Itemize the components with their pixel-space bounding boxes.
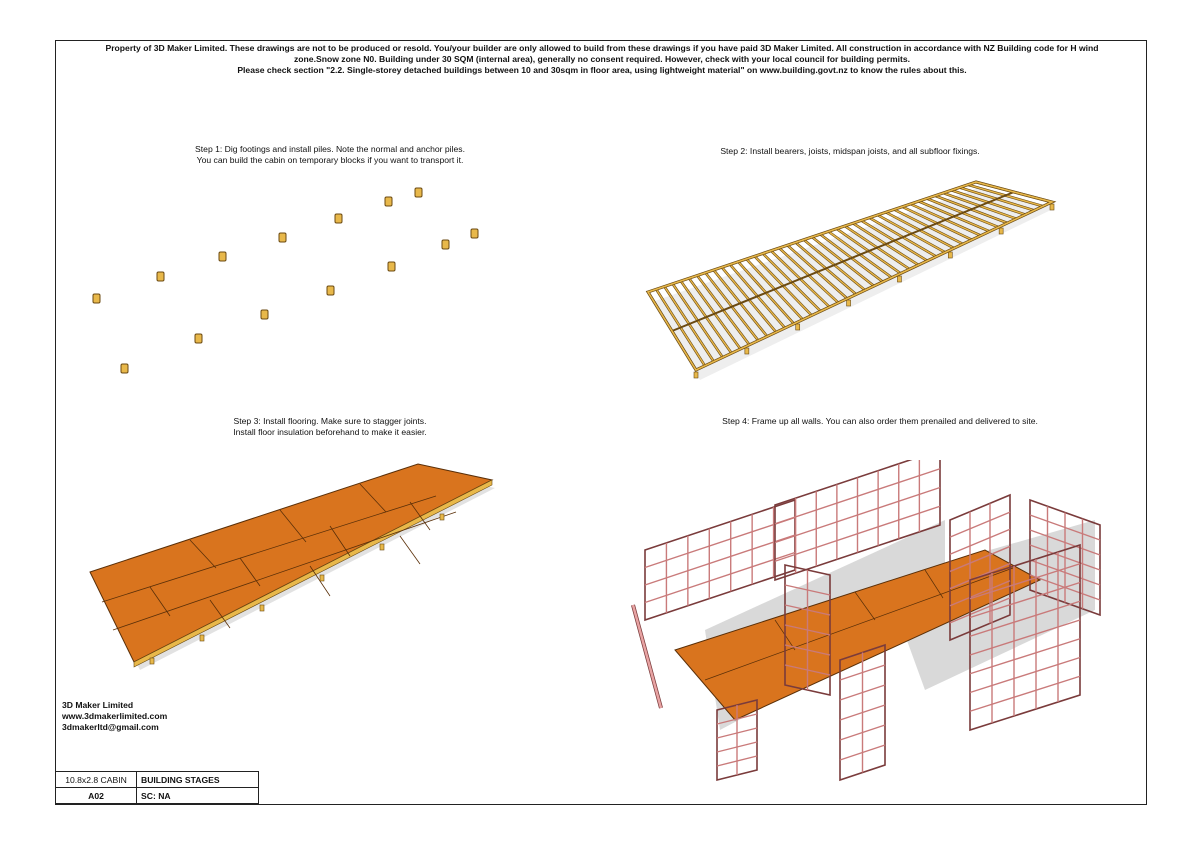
- title-block: 10.8x2.8 CABIN BUILDING STAGES A02 SC: N…: [55, 771, 259, 804]
- notice-line-3: Please check section "2.2. Single-storey…: [237, 65, 967, 75]
- pile-icon: [218, 251, 227, 262]
- notice-line-1: Property of 3D Maker Limited. These draw…: [105, 43, 1099, 53]
- company-website[interactable]: www.3dmakerlimited.com: [62, 711, 168, 721]
- step1-caption-line2: You can build the cabin on temporary blo…: [196, 155, 464, 165]
- pile-icon: [92, 293, 101, 304]
- step2-subfloor-frame-drawing: [640, 180, 1080, 390]
- pile-icon: [194, 333, 203, 344]
- wall-frame-panel: [949, 493, 1011, 642]
- pile-icon: [334, 213, 343, 224]
- pile-icon: [260, 309, 269, 320]
- project-name: 10.8x2.8 CABIN: [55, 771, 137, 788]
- company-info: 3D Maker Limited www.3dmakerlimited.com …: [62, 700, 167, 733]
- sheet-title: BUILDING STAGES: [136, 771, 259, 788]
- sheet-number: A02: [55, 787, 137, 804]
- wall-frame-panel: [644, 498, 796, 622]
- step4-caption-line1: Step 4: Frame up all walls. You can also…: [722, 416, 1038, 426]
- wall-frame-panel: [1029, 498, 1101, 617]
- copyright-notice: Property of 3D Maker Limited. These draw…: [57, 43, 1147, 76]
- step2-caption-line1: Step 2: Install bearers, joists, midspan…: [720, 146, 980, 156]
- pile-icon: [156, 271, 165, 282]
- wall-frame-panel: [839, 643, 886, 782]
- scale-label: SC: NA: [136, 787, 259, 804]
- company-name: 3D Maker Limited: [62, 700, 134, 710]
- step1-caption-line1: Step 1: Dig footings and install piles. …: [195, 144, 465, 154]
- drawing-sheet-border: [55, 40, 1147, 805]
- title-block-rule: [258, 804, 308, 805]
- pile-icon: [278, 232, 287, 243]
- pile-icon: [441, 239, 450, 250]
- step3-flooring-drawing: [80, 460, 510, 675]
- pile-icon: [326, 285, 335, 296]
- notice-line-2: zone.Snow zone N0. Building under 30 SQM…: [294, 54, 910, 64]
- wall-frame-panel: [784, 564, 831, 696]
- pile-icon: [384, 196, 393, 207]
- step4-caption: Step 4: Frame up all walls. You can also…: [680, 416, 1080, 427]
- step1-piles-drawing: [80, 180, 500, 400]
- wall-frame-panel: [969, 543, 1081, 732]
- step3-caption-line2: Install floor insulation beforehand to m…: [233, 427, 427, 437]
- pile-icon: [387, 261, 396, 272]
- pile-icon: [414, 187, 423, 198]
- pile-icon: [470, 228, 479, 239]
- company-email[interactable]: 3dmakerltd@gmail.com: [62, 722, 159, 732]
- step3-caption: Step 3: Install flooring. Make sure to s…: [170, 416, 490, 438]
- step3-caption-line1: Step 3: Install flooring. Make sure to s…: [233, 416, 427, 426]
- wall-frame-panel: [716, 698, 758, 782]
- wall-frame-panel: [774, 460, 941, 582]
- pile-icon: [120, 363, 129, 374]
- step4-wall-framing-drawing: [625, 460, 1115, 790]
- step1-caption: Step 1: Dig footings and install piles. …: [170, 144, 490, 166]
- step2-caption: Step 2: Install bearers, joists, midspan…: [680, 146, 1020, 157]
